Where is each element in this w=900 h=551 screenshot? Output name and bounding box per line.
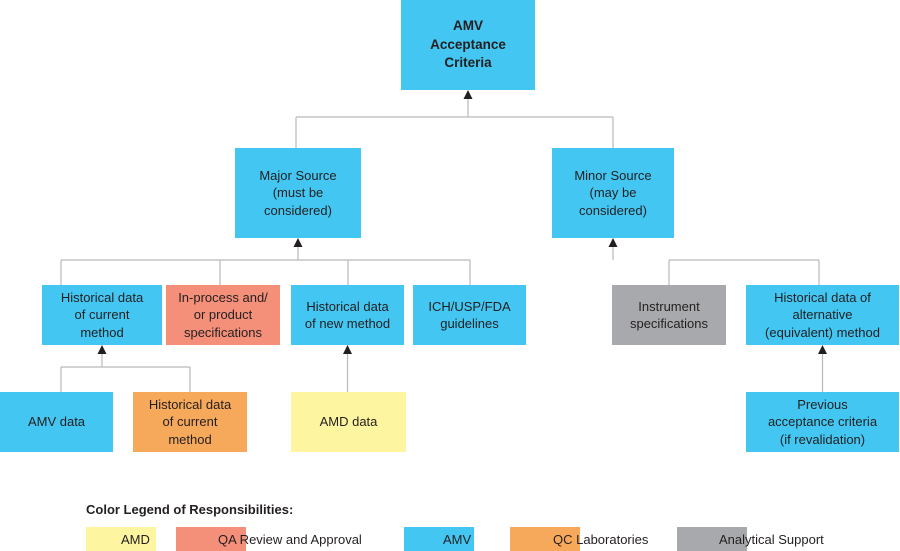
arrow-head-icon: [97, 345, 107, 354]
node-historical-alternative: Historical data of alternative (equivale…: [746, 285, 899, 345]
node-instrument-specs: Instrument specifications: [612, 285, 726, 345]
arrow-head-icon: [608, 238, 618, 247]
legend-label: QA Review and Approval: [218, 531, 362, 547]
node-historical-current: Historical data of current method: [42, 285, 162, 345]
arrow-head-icon: [463, 90, 473, 99]
legend-label: Analytical Support: [719, 531, 824, 547]
node-historical-current-qc: Historical data of current method: [133, 392, 247, 452]
legend-swatch: [86, 527, 156, 551]
node-minor-source: Minor Source (may be considered): [552, 148, 674, 238]
node-historical-new: Historical data of new method: [291, 285, 404, 345]
legend-swatch: [677, 527, 747, 551]
node-amd-data: AMD data: [291, 392, 406, 452]
node-major-source: Major Source (must be considered): [235, 148, 361, 238]
node-root: AMV Acceptance Criteria: [401, 0, 535, 90]
node-amv-data: AMV data: [0, 392, 113, 452]
node-guidelines: ICH/USP/FDA guidelines: [413, 285, 526, 345]
node-in-process-specs: In-process and/ or product specification…: [166, 285, 280, 345]
legend-label: AMV: [443, 531, 472, 547]
legend-swatch: [510, 527, 580, 551]
arrow-head-icon: [818, 345, 827, 354]
legend-swatch: [176, 527, 246, 551]
legend-title: Color Legend of Responsibilities:: [86, 502, 294, 517]
legend-swatch: [404, 527, 474, 551]
arrow-head-icon: [343, 345, 352, 354]
arrow-head-icon: [293, 238, 303, 247]
legend-label: AMD: [121, 531, 150, 547]
legend-label: QC Laboratories: [553, 531, 649, 547]
node-previous-criteria: Previous acceptance criteria (if revalid…: [746, 392, 899, 452]
